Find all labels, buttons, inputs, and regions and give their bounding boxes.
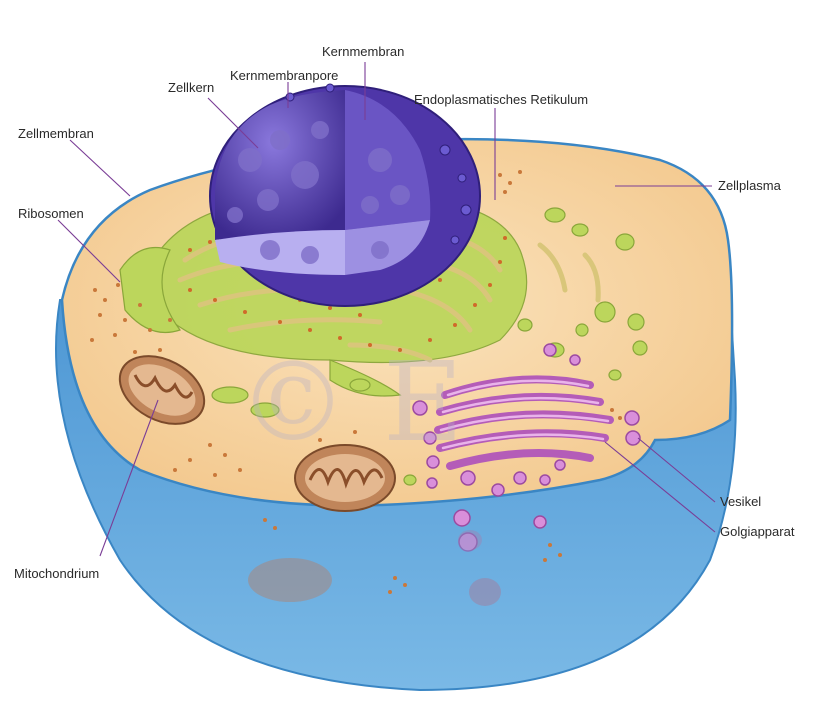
label-kernmembranpore: Kernmembranpore: [230, 68, 339, 83]
nuclear-pores: [285, 83, 472, 245]
label-zellkern: Zellkern: [168, 80, 215, 95]
label-vesikel: Vesikel: [720, 494, 762, 509]
label-mitochondrium: Mitochondrium: [14, 566, 100, 581]
side-vesicle-shadow: [469, 578, 501, 606]
vesicles: [412, 343, 641, 552]
label-zellplasma: Zellplasma: [718, 178, 781, 193]
label-zellmembran: Zellmembran: [18, 126, 94, 141]
mitochondrion-center: [294, 444, 396, 512]
label-golgiapparat: Golgiapparat: [720, 524, 795, 539]
golgi-highlights: [439, 379, 610, 450]
mitochondrion-left: [118, 355, 206, 425]
label-kernmembran: Kernmembran: [322, 44, 405, 59]
watermark: © E: [238, 338, 463, 466]
chromatin: [227, 121, 410, 264]
side-mitochondrion-shadow: [248, 558, 332, 602]
label-ribosomen: Ribosomen: [18, 206, 84, 221]
nucleus: [209, 83, 481, 307]
leader-lines: [57, 62, 716, 557]
label-endoplasmatisches-retikulum: Endoplasmatisches Retikulum: [414, 92, 589, 107]
